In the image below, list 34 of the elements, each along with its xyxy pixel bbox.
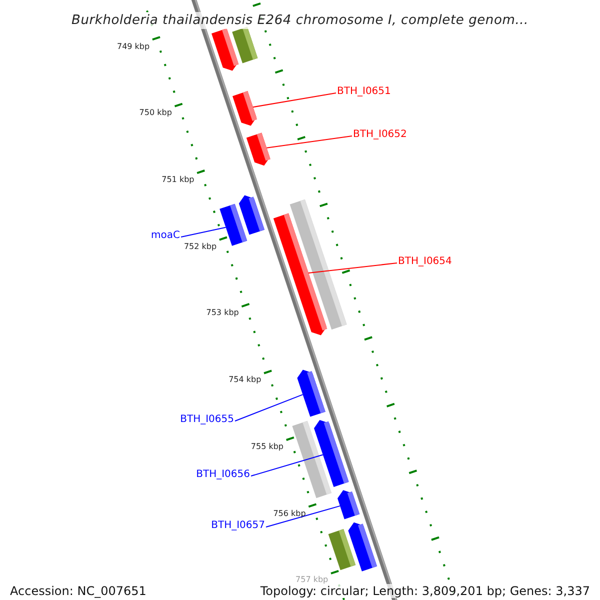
scale-label: 757 kbp — [296, 575, 328, 586]
gene-feature — [273, 213, 328, 336]
leader-line — [234, 394, 304, 422]
scale-label: 750 kbp — [139, 108, 172, 118]
scale-label: 753 kbp — [206, 308, 239, 318]
gene-label: BTH_I0655 — [180, 414, 234, 426]
leader-line — [266, 505, 340, 528]
leader-line — [266, 136, 352, 148]
gene-label: BTH_I0657 — [211, 520, 265, 532]
gene-feature — [238, 195, 264, 235]
gene-feature — [328, 529, 356, 570]
leader-line — [180, 226, 226, 238]
gene-feature — [297, 370, 326, 417]
footer-text: Accession: NC_007651 — [8, 584, 148, 598]
gene-label: BTH_I0654 — [398, 256, 452, 268]
scale-label: 755 kbp — [250, 442, 284, 452]
gene-feature — [338, 490, 360, 520]
gene-feature — [220, 204, 248, 246]
scale-label: 749 kbp — [116, 42, 150, 52]
gene-label: moaC — [151, 230, 180, 242]
gene-label: BTH_I0656 — [196, 469, 250, 481]
scale-label: 752 kbp — [184, 242, 217, 252]
leader-line — [250, 454, 324, 476]
leader-line — [308, 262, 398, 274]
scale-label: 751 kbp — [162, 174, 194, 185]
scale-label: 754 kbp — [228, 375, 262, 386]
gene-label: BTH_I0651 — [337, 86, 391, 98]
footer-text: Topology: circular; Length: 3,809,201 bp; Genes: 3,337 — [258, 584, 592, 598]
leader-line — [252, 92, 336, 108]
scale-label: 756 kbp — [273, 508, 306, 519]
gene-feature — [246, 132, 270, 166]
gene-label: BTH_I0652 — [353, 129, 407, 141]
gene-feature — [314, 420, 349, 487]
gene-feature — [232, 91, 258, 126]
